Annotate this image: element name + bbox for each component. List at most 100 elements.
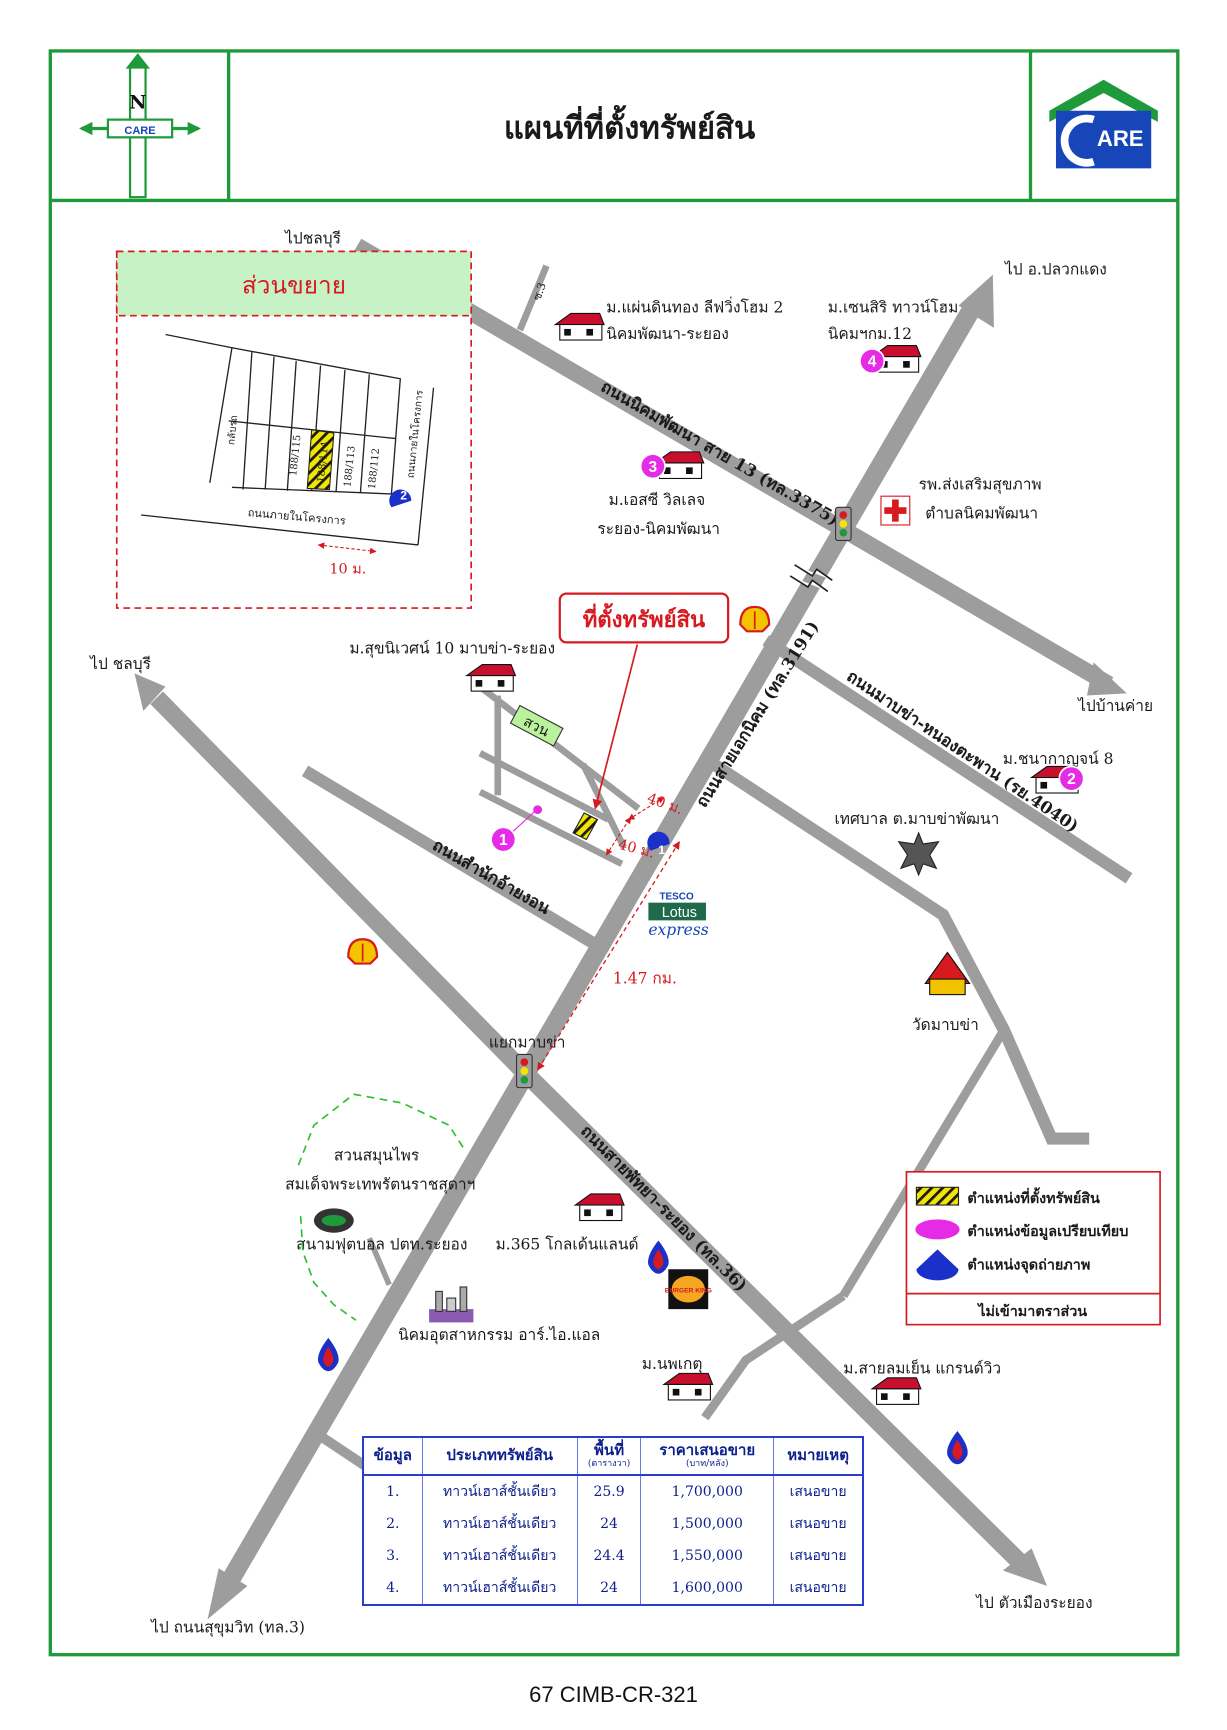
table-cell: 24 (577, 1507, 642, 1540)
svg-text:TESCO: TESCO (659, 891, 694, 902)
svg-text:2: 2 (400, 489, 407, 503)
map-frame (48, 49, 1180, 1657)
table-header-cell: ราคาเสนอขาย(บาท/หลัง) (640, 1437, 775, 1476)
inset-expanded-view: ส่วนขยาย 188/115 188/114 188/113 188/112… (115, 250, 473, 609)
direction-bottom-right: ไป ตัวเมืองระยอง (974, 1594, 1092, 1612)
park-sign: สวน (509, 704, 564, 747)
legend-item-compare: ตำแหน่งข้อมูลเปรียบเทียบ (967, 1223, 1128, 1240)
table-cell: ทาวน์เฮาส์ชั้นเดียว (422, 1507, 578, 1540)
table-cell: ทาวน์เฮาส์ชั้นเดียว (422, 1474, 578, 1508)
burger-king-icon: BURGER KING (665, 1269, 712, 1310)
shell-icon (739, 605, 771, 633)
compare-marker-4: 4 (859, 348, 886, 375)
ptt-station-icon (648, 1240, 669, 1274)
direction-top-left: ไปชลบุรี (283, 230, 341, 249)
logo-text: ARE (1097, 126, 1144, 151)
table-row: 3. ทาวน์เฮาส์ชั้นเดียว 24.4 1,550,000 เส… (363, 1539, 863, 1572)
svg-text:ที่ตั้งทรัพย์สิน: ที่ตั้งทรัพย์สิน (583, 602, 706, 633)
property-marker (572, 812, 599, 841)
svg-text:4: 4 (868, 354, 877, 371)
ptt-station-icon (317, 1337, 339, 1372)
label-herb-garden-2: สมเด็จพระเทพรัตนราชสุดาฯ (285, 1175, 475, 1195)
table-row: 1. ทาวน์เฮาส์ชั้นเดียว 25.9 1,700,000 เส… (363, 1474, 863, 1508)
inset-dimension: 10 ม. (329, 562, 366, 578)
label-suknives: ม.สุขนิเวศน์ 10 มาบข่า-ระยอง (349, 639, 555, 658)
road-label-soi-3: ซ.3 (530, 281, 548, 302)
compare-marker-3: 3 (639, 453, 666, 480)
distance-label: 1.47 กม. (613, 970, 677, 988)
label-herb-garden-1: สวนสมุนไพร (334, 1147, 419, 1166)
label-paendin-2: นิคมพัฒนา-ระยอง (606, 325, 729, 343)
table-row: 2. ทาวน์เฮาส์ชั้นเดียว 24 1,500,000 เสนอ… (363, 1507, 863, 1540)
direction-bottom-left: ไป ถนนสุขุมวิท (ทล.3) (149, 1619, 305, 1638)
road-break-icon (789, 564, 833, 593)
industrial-estate-icon (429, 1286, 474, 1323)
table-cell: 1,600,000 (640, 1571, 775, 1605)
stadium-icon (313, 1208, 354, 1233)
house-icon-suknives (465, 663, 517, 692)
table-cell: เสนอขาย (789, 1579, 847, 1596)
temple-icon (924, 951, 971, 996)
table-header-cell: พื้นที่(ตารางวา) (577, 1437, 642, 1476)
herb-garden-boundary (297, 1093, 466, 1321)
svg-text:BURGER KING: BURGER KING (665, 1288, 712, 1295)
label-hospital-1: รพ.ส่งเสริมสุขภาพ (919, 476, 1042, 495)
label-hospital-2: ตำบลนิคมพัฒนา (925, 504, 1038, 522)
label-escivillage-1: ม.เอสซี วิลเลจ (609, 491, 706, 509)
table-row: 4. ทาวน์เฮาส์ชั้นเดียว 24 1,600,000 เสนอ… (363, 1571, 863, 1605)
house-icon-nopphakate (662, 1372, 714, 1401)
hospital-icon (880, 495, 911, 526)
traffic-light-icon (516, 1053, 533, 1089)
svg-text:3: 3 (649, 459, 658, 476)
property-callout: ที่ตั้งทรัพย์สิน (558, 592, 730, 810)
svg-text:express: express (648, 921, 708, 939)
table-cell: 24.4 (577, 1539, 642, 1572)
inset-lot-2: 188/114 (316, 441, 331, 483)
compass-north-letter: N (129, 92, 146, 114)
tesco-lotus-icon: TESCO Lotus express (648, 891, 709, 939)
compass-icon: CARE N (79, 53, 201, 199)
table-cell: เสนอขาย (789, 1547, 847, 1564)
label-365: ม.365 โกลเด้นแลนด์ (496, 1235, 639, 1253)
compass-plate: CARE (124, 125, 155, 137)
legend-swatch-property (915, 1186, 960, 1206)
label-sailomyen: ม.สายลมเย็น แกรนด์วิว (843, 1358, 1001, 1377)
table-header-cell: หมายเหตุ (773, 1437, 863, 1476)
page-title: แผนที่ที่ตั้งทรัพย์สิน (504, 104, 755, 146)
table-cell: เสนอขาย (789, 1483, 847, 1500)
table-cell: เสนอขาย (789, 1515, 847, 1532)
legend-note: ไม่เข้ามาตราส่วน (976, 1302, 1087, 1320)
table-cell: 4. (363, 1571, 423, 1605)
svg-text:Lotus: Lotus (662, 905, 697, 921)
label-stadium: สนามฟุตบอล ปตท.ระยอง (296, 1235, 467, 1254)
table-cell: 1,700,000 (640, 1474, 775, 1508)
road-label-samnak-ikon: ถนนสำนักอ้ายงอน (429, 835, 554, 919)
road-nikhom (352, 238, 1114, 692)
road-pattaya-rayong (515, 1063, 1031, 1573)
label-nopphakate: ม.นพเกตุ (642, 1355, 703, 1374)
label-industrial: นิคมอุตสาหกรรม อาร์.ไอ.แอล (398, 1326, 600, 1345)
compare-marker-1: 1 (490, 805, 543, 853)
house-icon-365 (573, 1193, 625, 1222)
table-cell: 25.9 (577, 1474, 642, 1508)
svg-text:1: 1 (658, 843, 665, 857)
label-municipality: เทศบาล ต.มาบข่าพัฒนา (834, 810, 999, 828)
ptt-station-icon (947, 1430, 968, 1465)
legend-item-photo: ตำแหน่งจุดถ่ายภาพ (967, 1256, 1090, 1273)
table-header-row: ข้อมูล ประเภททรัพย์สิน พื้นที่(ตารางวา) … (363, 1437, 863, 1476)
direction-right-mid: ไปบ้านค่าย (1076, 697, 1153, 715)
label-temple: วัดมาบข่า (912, 1016, 979, 1034)
inset-road-left: กลับรถ (226, 415, 240, 446)
label-censiri-1: ม.เซนสิริ ทาวน์โฮม (828, 298, 959, 316)
house-icon-paendin (553, 312, 605, 341)
table-cell: 1,500,000 (640, 1507, 775, 1540)
table-cell: ทาวน์เฮาส์ชั้นเดียว (422, 1539, 578, 1572)
legend-swatch-compare (915, 1219, 960, 1240)
legend: ตำแหน่งที่ตั้งทรัพย์สิน ตำแหน่งข้อมูลเปร… (905, 1170, 1161, 1326)
shell-icon (347, 938, 379, 965)
house-icon-sailomyen (870, 1377, 922, 1405)
label-paendin-1: ม.แผ่นดินทอง ลีฟวิ่งโฮม 2 (606, 296, 783, 316)
label-censiri-2: นิคมฯกม.12 (828, 325, 912, 343)
road-to-chonburi (150, 691, 529, 1077)
table-header-cell: ประเภททรัพย์สิน (422, 1437, 578, 1476)
